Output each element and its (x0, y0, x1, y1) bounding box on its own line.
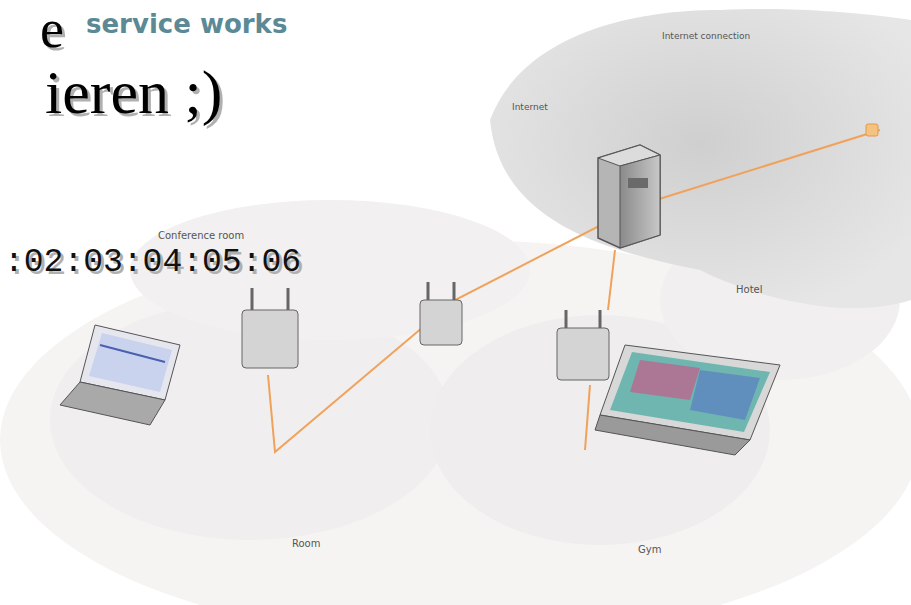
access-point (242, 288, 298, 368)
region-label: Internet (512, 103, 548, 113)
cables (268, 130, 880, 452)
server (598, 145, 660, 248)
connection-label: Internet connection (662, 32, 750, 42)
room-label: Gym (638, 544, 661, 555)
room-label: Conference room (158, 230, 244, 241)
laptop (60, 325, 180, 425)
internet-cloud (490, 9, 911, 308)
connection-port (866, 124, 878, 136)
mac-address: :02:03:04:05:06 (4, 245, 301, 281)
laptop (595, 345, 780, 455)
room-label: Hotel (736, 284, 763, 295)
access-point (557, 310, 609, 380)
title-fragment: e (40, 0, 64, 59)
access-point (420, 282, 462, 345)
subtitle: service works (86, 10, 287, 39)
room-label: Room (292, 538, 320, 549)
heading-fragment: ieren ;) (45, 58, 222, 126)
